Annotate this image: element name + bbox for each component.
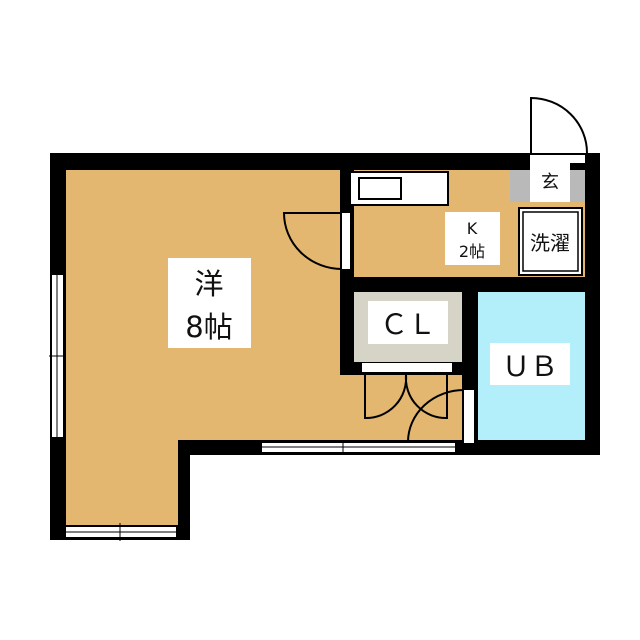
windows (49, 275, 455, 541)
kitchen-door-slot (342, 213, 350, 269)
window-bottom (262, 440, 455, 455)
bath-door-slot (464, 390, 474, 443)
western-room-size: 8帖 (185, 310, 232, 344)
bath-label: ＵＢ (502, 350, 558, 383)
kitchen-name: K (467, 219, 478, 238)
kitchen-counter (349, 171, 449, 206)
entrance-door-swing (530, 96, 588, 154)
kitchen-door-swing (282, 212, 343, 270)
doors (282, 96, 588, 443)
closet-bifold-door (364, 374, 448, 420)
laundry-space: 洗濯 (518, 207, 583, 276)
bath-door-swing (407, 389, 465, 443)
window-left (49, 275, 66, 437)
entrance-label: 玄 (541, 172, 559, 193)
western-room-name: 洋 (194, 267, 223, 301)
closet-door-rail (362, 363, 452, 372)
kitchen-size: 2帖 (459, 242, 485, 261)
closet-label: ＣＬ (380, 308, 436, 341)
hallway-floor (340, 375, 464, 443)
entrance-door-slot (530, 155, 585, 163)
laundry-label: 洗濯 (530, 231, 570, 255)
window-bottom-left (66, 523, 176, 541)
